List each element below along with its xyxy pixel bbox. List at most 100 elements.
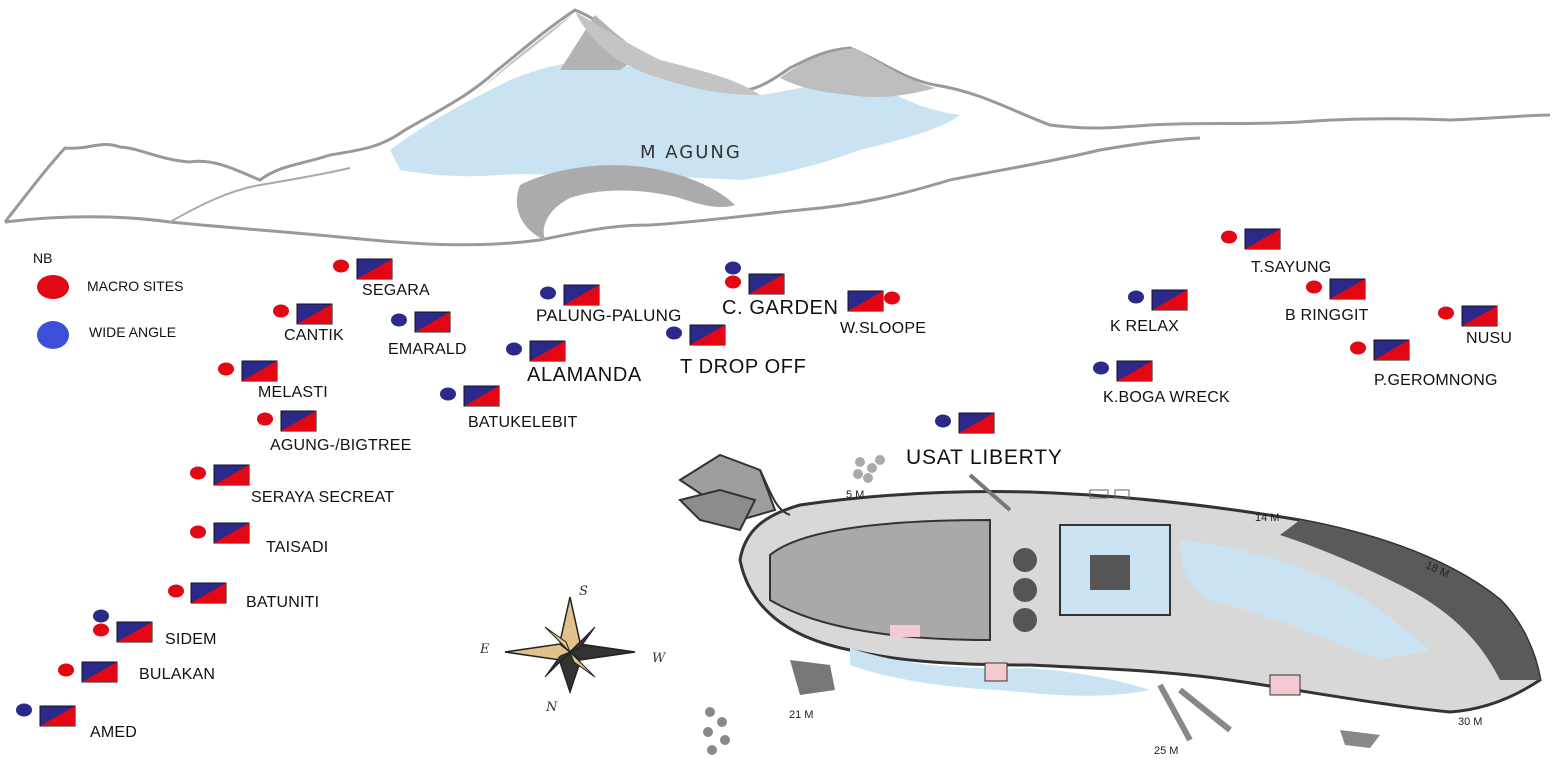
site-marker <box>440 385 500 407</box>
wide-angle-dot <box>935 414 951 428</box>
site-marker <box>16 703 76 727</box>
macro-dot <box>1438 306 1454 320</box>
flag-red-half <box>297 304 332 324</box>
macro-dot <box>1221 230 1237 244</box>
site-marker <box>391 311 451 333</box>
legend-macro-label: MACRO SITES <box>87 278 184 294</box>
site-label: AGUNG-/BIGTREE <box>270 437 412 454</box>
site-marker <box>190 464 250 486</box>
site-label: P.GEROMNONG <box>1374 372 1498 389</box>
site-marker <box>58 661 118 683</box>
wide-dot-legend <box>37 321 69 349</box>
site-markers <box>16 228 1498 727</box>
macro-dot <box>333 259 349 273</box>
flag-red-half <box>530 341 565 361</box>
flag-red-half <box>214 465 249 485</box>
depth-label: 21 M <box>789 709 814 721</box>
wide-angle-dot <box>725 261 741 275</box>
compass-s: S <box>579 584 588 599</box>
wide-angle-dot <box>506 342 522 356</box>
flag-red-half <box>281 411 316 431</box>
site-label: BATUNITI <box>246 594 320 611</box>
wide-angle-dot <box>440 387 456 401</box>
wide-angle-dot <box>93 609 109 623</box>
site-label: NUSU <box>1466 330 1513 347</box>
flag-red-half <box>749 274 784 294</box>
macro-dot <box>884 291 900 305</box>
flag-red-half <box>1330 279 1365 299</box>
site-label: C. GARDEN <box>722 297 839 319</box>
site-marker <box>1221 228 1281 250</box>
site-marker <box>1306 278 1366 300</box>
site-label: K.BOGA WRECK <box>1103 389 1230 406</box>
site-label: BULAKAN <box>139 666 216 683</box>
flag-red-half <box>1117 361 1152 381</box>
mountain-range <box>3 8 1551 247</box>
flag-red-half <box>564 285 599 305</box>
wide-angle-dot <box>540 286 556 300</box>
depth-label: 30 M <box>1458 716 1483 728</box>
macro-dot <box>93 623 109 637</box>
site-marker <box>1350 339 1410 361</box>
site-label: EMARALD <box>388 341 467 358</box>
flag-red-half <box>117 622 152 642</box>
compass-rose <box>504 596 636 695</box>
site-label: TAISADI <box>266 539 329 556</box>
compass-w: W <box>652 651 666 666</box>
compass-n: N <box>546 700 558 715</box>
depth-label: 25 M <box>1154 745 1179 757</box>
legend-title: NB <box>33 250 53 266</box>
macro-dot <box>168 584 184 598</box>
wide-angle-dot <box>16 703 32 717</box>
site-marker <box>333 258 393 280</box>
flag-red-half <box>242 361 277 381</box>
flag-red-half <box>848 291 883 311</box>
site-marker <box>725 261 785 295</box>
site-label: MELASTI <box>258 384 328 401</box>
flag-red-half <box>959 413 994 433</box>
wide-angle-dot <box>1093 361 1109 375</box>
macro-dot <box>1350 341 1366 355</box>
site-marker <box>935 412 995 434</box>
macro-dot <box>725 275 741 289</box>
site-marker <box>1128 289 1188 311</box>
flag-red-half <box>1152 290 1187 310</box>
site-marker <box>847 290 900 312</box>
flag-red-half <box>690 325 725 345</box>
flag-red-half <box>1245 229 1280 249</box>
flag-red-half <box>214 523 249 543</box>
site-marker <box>506 340 566 362</box>
site-label: PALUNG-PALUNG <box>536 306 682 325</box>
legend-swatches <box>37 275 69 349</box>
macro-dot <box>1306 280 1322 294</box>
site-label: ALAMANDA <box>527 364 642 386</box>
flag-red-half <box>415 312 450 332</box>
site-marker <box>257 410 317 432</box>
flag-red-half <box>40 706 75 726</box>
site-marker <box>93 609 153 643</box>
flag-red-half <box>1374 340 1409 360</box>
site-label: SEGARA <box>362 282 430 299</box>
site-label: B RINGGIT <box>1285 307 1369 324</box>
site-label: AMED <box>90 724 138 741</box>
wide-angle-dot <box>666 326 682 340</box>
flag-red-half <box>191 583 226 603</box>
site-marker <box>666 324 726 346</box>
compass-e: E <box>480 642 490 657</box>
site-label: USAT LIBERTY <box>906 446 1063 469</box>
legend-wide-label: WIDE ANGLE <box>89 324 177 340</box>
depth-label: 14 M <box>1255 512 1280 524</box>
macro-dot <box>218 362 234 376</box>
macro-dot <box>58 663 74 677</box>
site-marker <box>1093 360 1153 382</box>
macro-dot <box>190 525 206 539</box>
site-label: CANTIK <box>284 327 344 344</box>
site-marker <box>540 284 600 306</box>
site-label: T DROP OFF <box>680 356 807 378</box>
site-marker <box>1438 305 1498 327</box>
macro-dot <box>257 412 273 426</box>
usat-liberty-wreck <box>678 453 1542 755</box>
site-label: SIDEM <box>165 631 217 648</box>
macro-dot-legend <box>37 275 69 299</box>
